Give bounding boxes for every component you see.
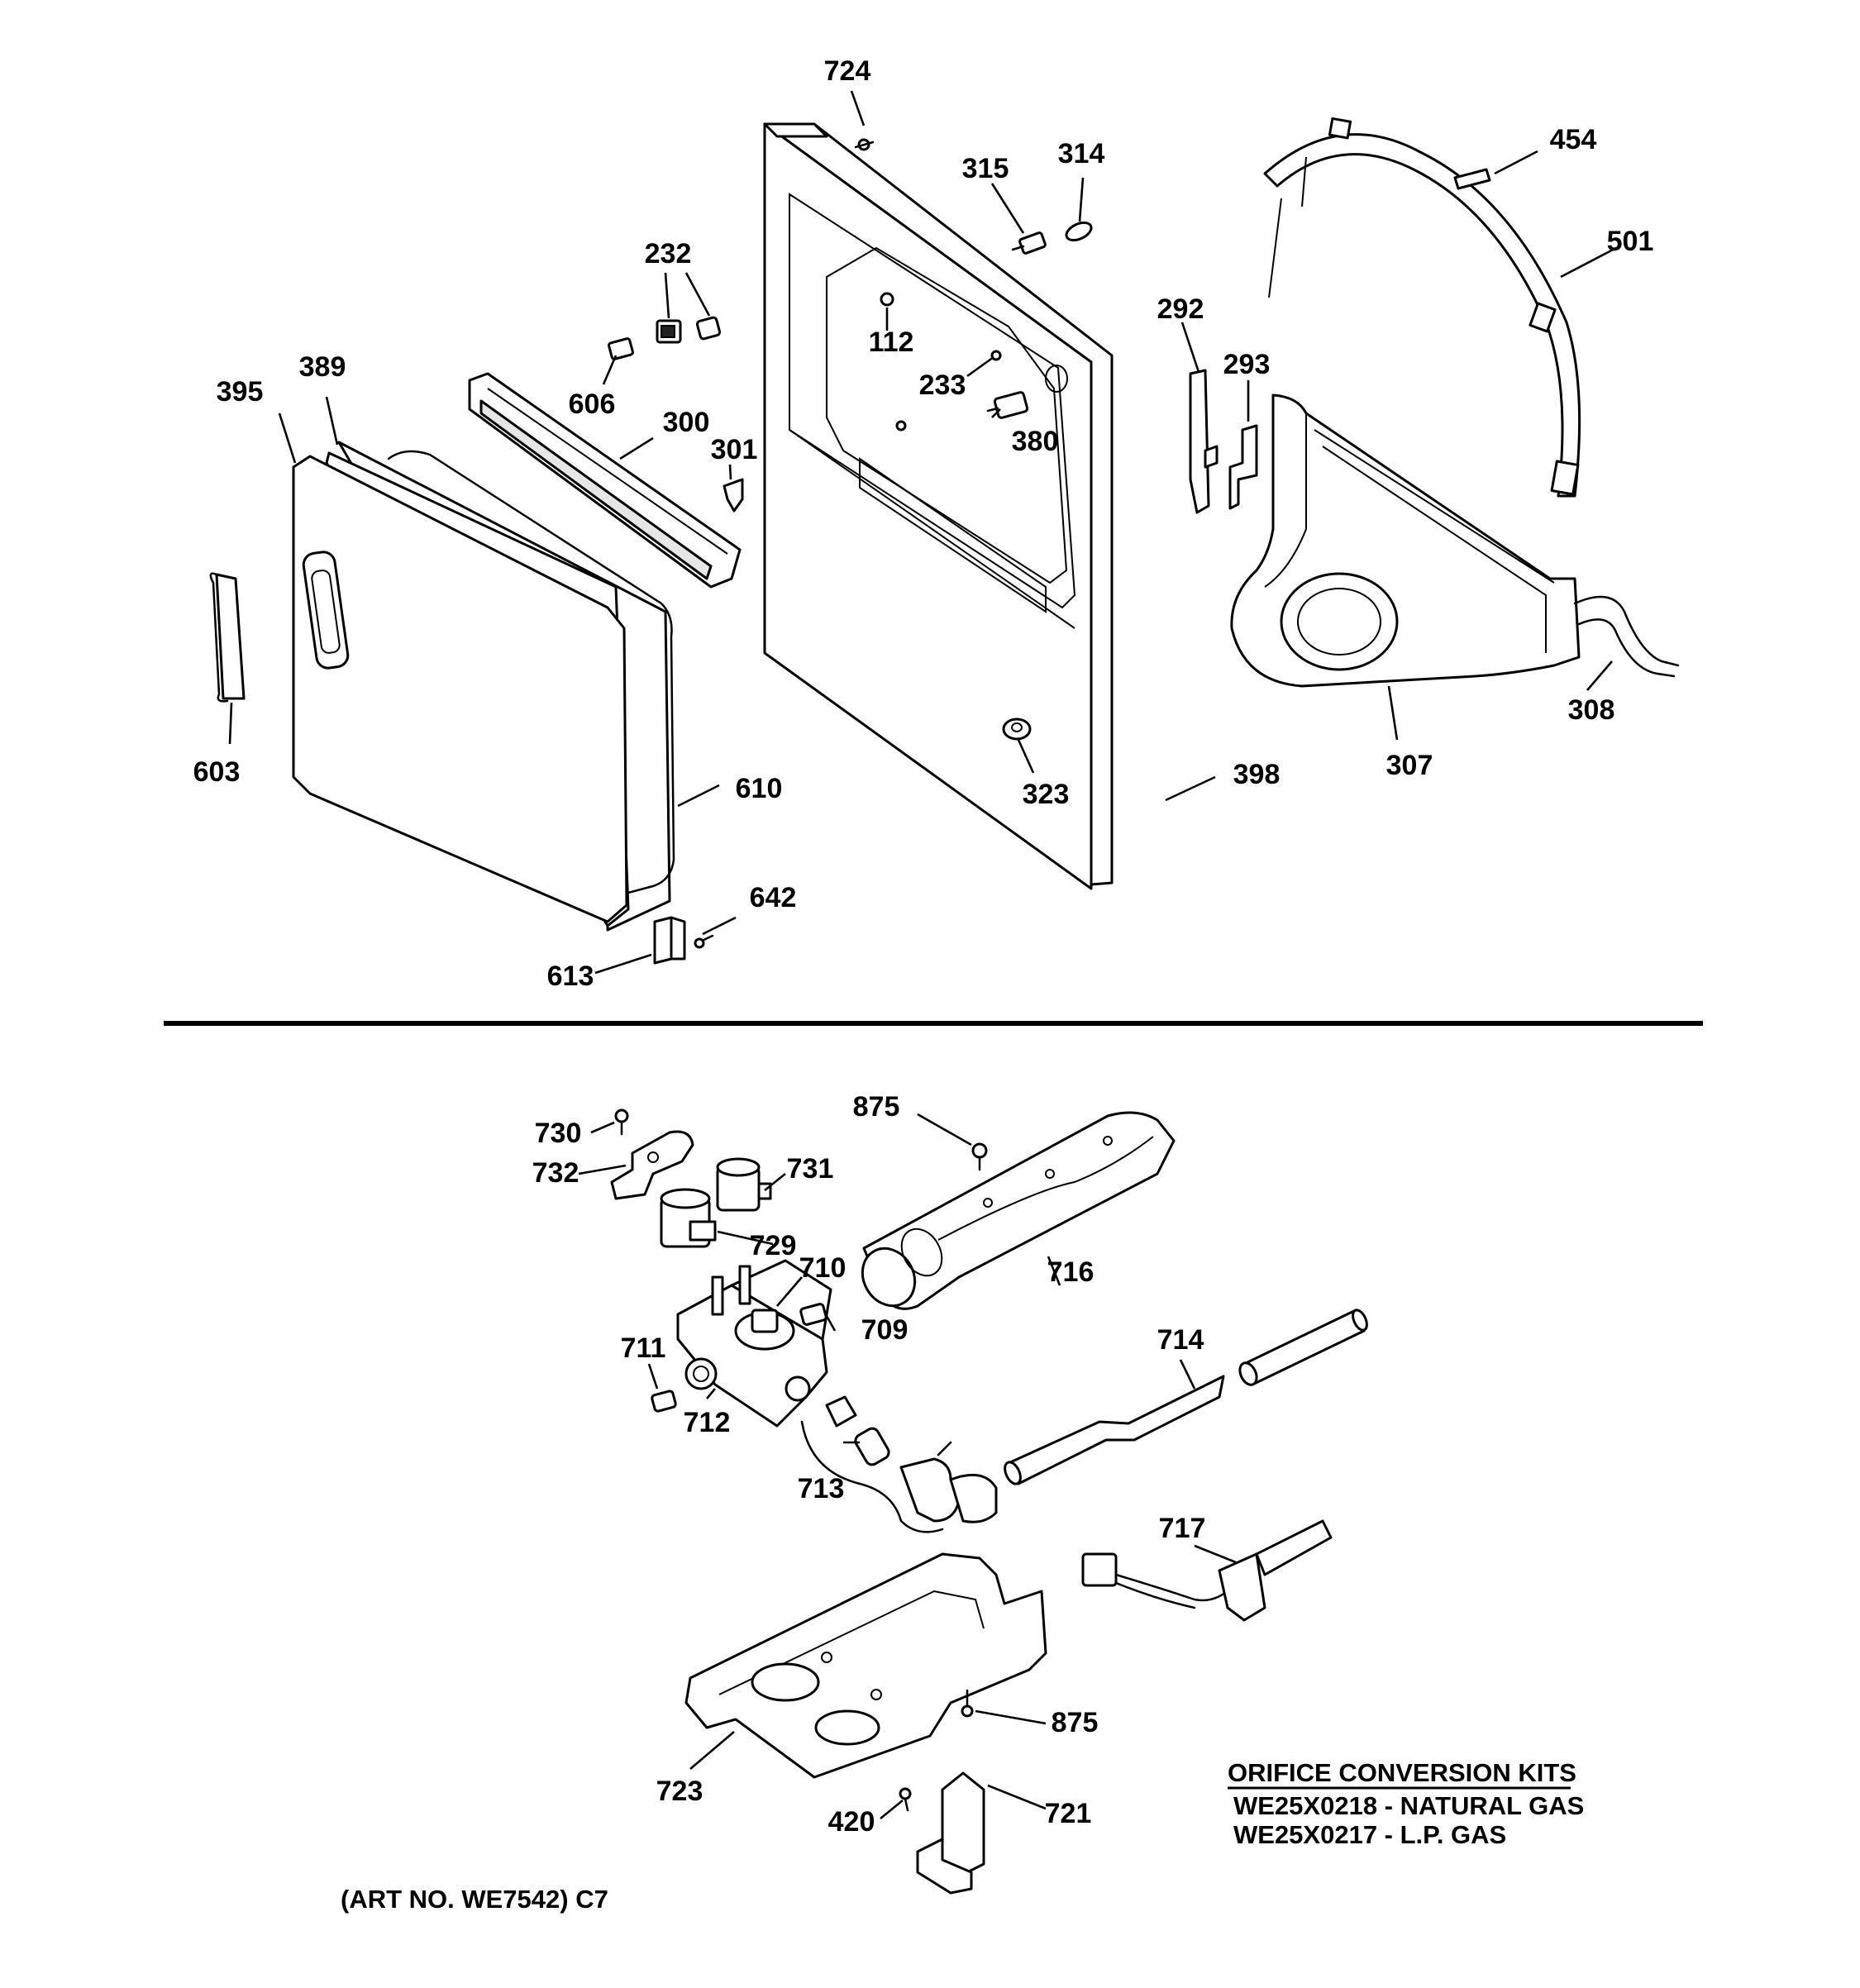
valve-712	[676, 1259, 832, 1428]
label-713: 713	[798, 1473, 845, 1504]
coil-731	[716, 1157, 772, 1212]
orifice-711	[651, 1390, 677, 1413]
igniter-717	[1081, 1519, 1333, 1622]
fitting-709	[799, 1303, 827, 1326]
label-875-lower: 875	[1052, 1707, 1099, 1738]
label-729: 729	[750, 1230, 797, 1261]
screw-875a	[971, 1142, 988, 1171]
pipe-714	[1004, 1309, 1368, 1485]
actuator-314	[1065, 221, 1093, 242]
screw-233b	[895, 420, 907, 431]
label-714: 714	[1157, 1324, 1204, 1356]
latch-606	[608, 337, 634, 360]
front-panel-398	[763, 122, 1114, 890]
label-723: 723	[656, 1776, 703, 1807]
label-717: 717	[1159, 1513, 1206, 1544]
screw-875b	[961, 1689, 974, 1718]
lint-frame-300	[468, 372, 742, 589]
orifice-kits-note: ORIFICE CONVERSION KITS WE25X0218 - NATU…	[1228, 1758, 1584, 1849]
switch-315	[1011, 231, 1047, 255]
screw-420	[899, 1787, 912, 1812]
label-716: 716	[1047, 1256, 1095, 1288]
screw-724	[854, 138, 875, 151]
label-711: 711	[621, 1332, 666, 1364]
label-380: 380	[1012, 426, 1059, 457]
label-301: 301	[711, 434, 758, 465]
label-398: 398	[1233, 759, 1281, 790]
label-300: 300	[663, 407, 710, 438]
duct-307	[1230, 393, 1581, 688]
hinge-613	[653, 916, 686, 965]
gasket-610	[387, 450, 675, 894]
bracket-293	[1228, 424, 1258, 510]
label-314: 314	[1058, 138, 1105, 169]
label-292: 292	[1157, 293, 1204, 325]
art-number: (ART NO. WE7542) C7	[341, 1885, 608, 1914]
bearing-ring-501	[1263, 117, 1581, 498]
label-315: 315	[962, 153, 1009, 184]
leader-lines-upper	[228, 90, 1617, 975]
label-603: 603	[193, 756, 241, 788]
screw-730	[614, 1108, 629, 1136]
clip-301	[723, 478, 744, 512]
label-724: 724	[824, 55, 871, 87]
bracket-732	[610, 1130, 694, 1200]
label-610: 610	[736, 773, 783, 804]
label-712: 712	[684, 1407, 731, 1438]
label-642: 642	[750, 882, 797, 913]
label-709: 709	[861, 1314, 909, 1346]
label-112: 112	[869, 327, 914, 358]
kit-natural-gas: WE25X0218 - NATURAL GAS	[1233, 1791, 1584, 1820]
switch-380	[986, 391, 1029, 419]
label-395: 395	[217, 376, 264, 408]
part-labels: 724 315 314 454 501 232 112 292 293 389 …	[193, 55, 1654, 1838]
kits-title: ORIFICE CONVERSION KITS	[1228, 1758, 1576, 1787]
bracket-723	[684, 1552, 1047, 1779]
label-307: 307	[1386, 750, 1433, 781]
coil-729	[660, 1188, 717, 1248]
label-420: 420	[828, 1806, 875, 1838]
pad-454	[1453, 168, 1491, 190]
burner-716	[861, 1111, 1176, 1310]
label-501: 501	[1607, 226, 1654, 257]
label-389: 389	[299, 351, 346, 383]
label-613: 613	[547, 961, 594, 992]
label-606: 606	[569, 389, 616, 420]
bracket-292	[1189, 369, 1219, 514]
label-730: 730	[535, 1118, 582, 1149]
label-732: 732	[532, 1157, 579, 1189]
label-323: 323	[1023, 779, 1070, 810]
label-454: 454	[1550, 124, 1597, 155]
leader-lines-lower	[578, 1113, 1237, 1820]
label-308: 308	[1568, 694, 1615, 726]
kit-lp-gas: WE25X0217 - L.P. GAS	[1233, 1820, 1506, 1849]
screw-112	[880, 292, 894, 307]
bracket-721	[916, 1771, 985, 1895]
duct-seal-308	[1573, 595, 1680, 678]
label-293: 293	[1223, 349, 1271, 380]
door-395	[292, 455, 628, 923]
label-710: 710	[799, 1252, 847, 1284]
label-232: 232	[645, 238, 692, 269]
screw-642	[694, 934, 714, 949]
handle-603	[209, 572, 246, 703]
label-875-upper: 875	[853, 1091, 900, 1123]
label-233: 233	[919, 369, 966, 401]
bumper-323	[1002, 717, 1032, 741]
latch-232	[656, 316, 722, 344]
label-721: 721	[1045, 1798, 1092, 1829]
fitting-713	[800, 1395, 998, 1533]
screw-233a	[990, 350, 1002, 361]
label-731: 731	[787, 1153, 834, 1185]
